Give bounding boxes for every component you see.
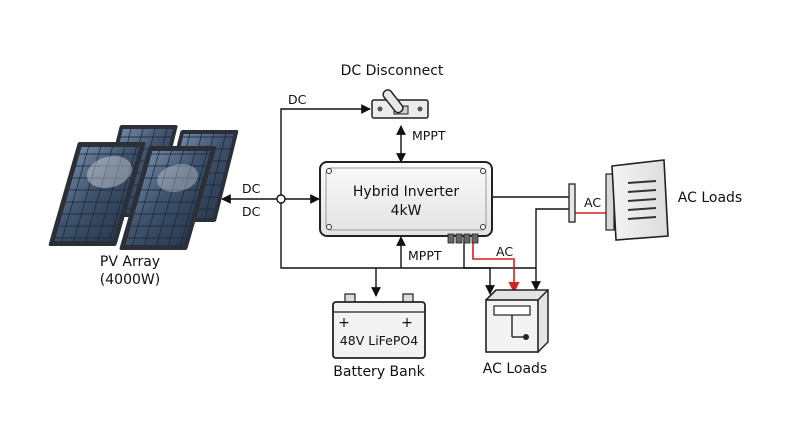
pv-array-label: PV Array bbox=[100, 254, 160, 270]
battery-bank-icon bbox=[332, 293, 426, 359]
edge-label-dc-top: DC bbox=[242, 181, 261, 196]
hybrid-inverter bbox=[319, 161, 493, 244]
dc-bottom-bus-wire bbox=[280, 203, 536, 269]
inverter-rating: 4kW bbox=[391, 203, 422, 219]
pv-array-icon bbox=[48, 125, 239, 250]
edge-label-mppt-bottom: MPPT bbox=[408, 248, 442, 263]
dc-junction-node bbox=[276, 194, 286, 204]
edge-label-dc-disconnect: DC bbox=[288, 92, 307, 107]
edge-label-ac-right: AC bbox=[584, 195, 601, 210]
ac-loads-panel-right bbox=[568, 159, 669, 241]
pv-to-disconnect-wire bbox=[280, 104, 371, 195]
battery-plus-left: + bbox=[338, 315, 350, 331]
inverter-to-bottom-loads-wire bbox=[463, 236, 495, 295]
battery-bank-label: Battery Bank bbox=[333, 364, 425, 380]
edge-label-mppt-top: MPPT bbox=[412, 128, 446, 143]
ac-loads-right-label: AC Loads bbox=[678, 190, 742, 206]
inverter-label: Hybrid Inverter bbox=[353, 184, 459, 200]
edge-label-ac-bottom: AC bbox=[496, 244, 513, 259]
edge-label-dc-bottom: DC bbox=[242, 204, 261, 219]
dc-disconnect-label: DC Disconnect bbox=[341, 63, 444, 79]
ac-feed-red-wire bbox=[472, 236, 520, 294]
ac-branch-wire bbox=[531, 208, 570, 291]
ac-loads-box-bottom bbox=[484, 289, 549, 354]
dc-disconnect-switch bbox=[371, 89, 429, 119]
battery-inner-label: 48V LiFePO4 bbox=[340, 333, 418, 348]
battery-plus-right: + bbox=[401, 315, 413, 331]
pv-array-rating: (4000W) bbox=[100, 272, 160, 288]
ac-loads-bottom-label: AC Loads bbox=[483, 361, 547, 377]
